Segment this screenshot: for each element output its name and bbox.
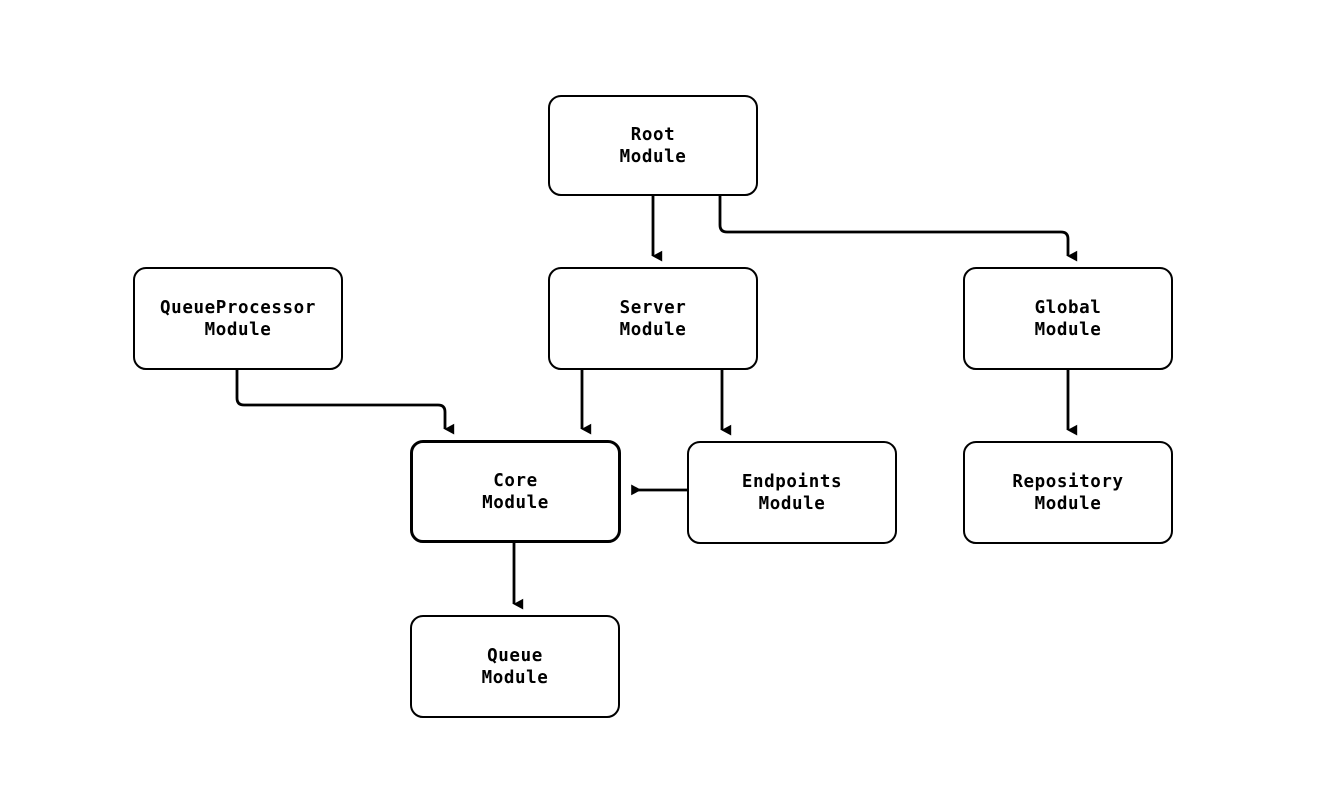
node-root-label-line2: Module xyxy=(619,146,687,167)
node-repository-label-line1: Repository xyxy=(1012,471,1124,492)
node-global-label-line2: Module xyxy=(1034,319,1102,340)
node-core-label-line1: Core xyxy=(493,470,538,491)
node-queueprocessor-label-line1: QueueProcessor xyxy=(160,297,316,318)
node-repository-label-line2: Module xyxy=(1034,493,1102,514)
node-endpoints-label-line1: Endpoints xyxy=(741,471,843,492)
edge-queueprocessor-to-core xyxy=(235,370,455,435)
node-root-label-line1: Root xyxy=(630,124,676,145)
node-endpoints-label-line2: Module xyxy=(758,493,826,514)
edge-root-to-global xyxy=(718,196,1078,262)
node-global-label-line1: Global xyxy=(1034,297,1102,318)
node-queue-label-line1: Queue xyxy=(487,645,543,666)
node-server-label-line2: Module xyxy=(619,319,687,340)
node-server-label-line1: Server xyxy=(619,297,687,318)
node-core-label-line2: Module xyxy=(482,492,549,513)
node-queueprocessor-label-line2: Module xyxy=(204,319,272,340)
node-queue-label-line2: Module xyxy=(481,667,549,688)
